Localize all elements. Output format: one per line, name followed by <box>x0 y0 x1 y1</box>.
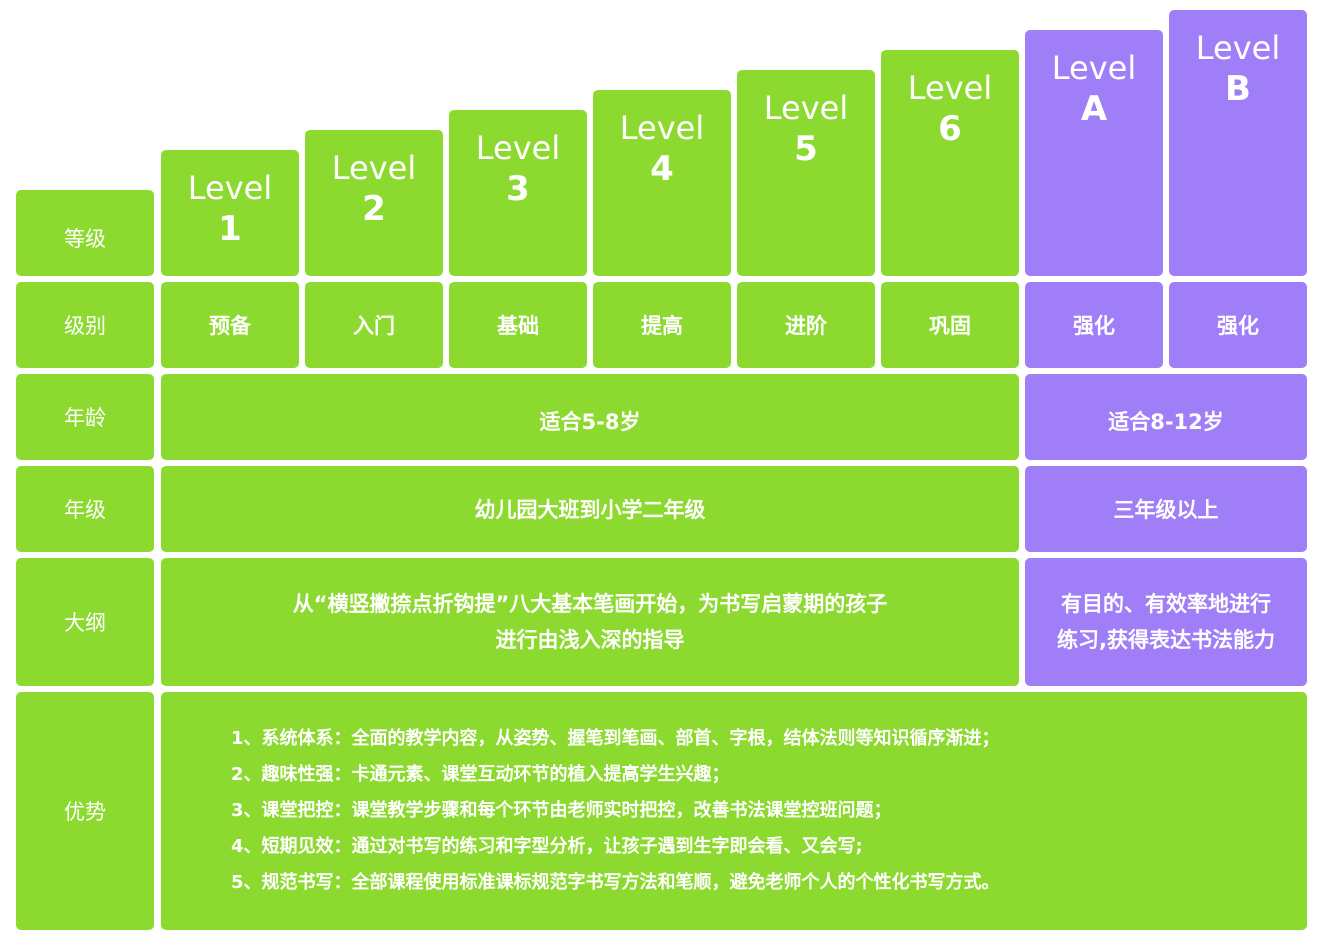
green-school-grade-text: 幼儿园大班到小学二年级 <box>474 498 706 522</box>
level-3-word: Level <box>475 129 561 167</box>
level-1-word: Level <box>187 169 273 207</box>
level-4-box: Level 4 <box>593 90 731 276</box>
level-1-number: 1 <box>218 209 242 249</box>
level-3-box: Level 3 <box>449 110 587 276</box>
advantage-item: 3、课堂把控：课堂教学步骤和每个环节由老师实时把控，改善书法课堂控班问题； <box>231 800 892 821</box>
advantages-cell: 1、系统体系：全面的教学内容，从姿势、握笔到笔画、部首、字根，结体法则等知识循序… <box>161 692 1307 930</box>
level-b-name: 强化 <box>1217 314 1259 338</box>
row-label-school-grade: 年级 <box>16 466 154 552</box>
purple-age-text: 适合8-12岁 <box>1108 410 1224 434</box>
advantage-item: 2、趣味性强：卡通元素、课堂互动环节的植入提高学生兴趣； <box>231 764 730 785</box>
level-3-name: 基础 <box>497 314 539 338</box>
level-4-word: Level <box>619 109 705 147</box>
purple-outline-line-1: 有目的、有效率地进行 <box>1061 592 1271 616</box>
green-outline-cell: 从“横竖撇捺点折钩提”八大基本笔画开始，为书写启蒙期的孩子 进行由浅入深的指导 <box>161 558 1019 686</box>
row-label-level-text: 等级 <box>64 227 106 251</box>
level-6-word: Level <box>907 69 993 107</box>
purple-outline-cell: 有目的、有效率地进行 练习,获得表达书法能力 <box>1025 558 1307 686</box>
level-4-name: 提高 <box>641 314 683 338</box>
level-a-number: A <box>1080 89 1108 129</box>
level-5-word: Level <box>763 89 849 127</box>
row-label-age: 年龄 <box>16 374 154 460</box>
level-6-number: 6 <box>938 109 962 149</box>
level-5-box: Level 5 <box>737 70 875 276</box>
level-a-word: Level <box>1051 49 1137 87</box>
green-outline-line-1: 从“横竖撇捺点折钩提”八大基本笔画开始，为书写启蒙期的孩子 <box>292 592 888 616</box>
advantage-item: 5、规范书写：全部课程使用标准课标规范字书写方法和笔顺，避免老师个人的个性化书写… <box>231 872 1000 893</box>
level-5-number: 5 <box>794 129 818 169</box>
level-1-name: 预备 <box>209 314 251 338</box>
level-3-name-cell: 基础 <box>449 282 587 368</box>
level-2-box: Level 2 <box>305 130 443 276</box>
row-label-outline-text: 大纲 <box>64 611 106 635</box>
row-label-advantages-text: 优势 <box>64 800 106 824</box>
level-a-name: 强化 <box>1073 314 1115 338</box>
level-6-name-cell: 巩固 <box>881 282 1019 368</box>
level-b-box: Level B <box>1169 10 1307 276</box>
purple-school-grade-cell: 三年级以上 <box>1025 466 1307 552</box>
level-b-number: B <box>1225 69 1251 109</box>
level-2-number: 2 <box>362 189 386 229</box>
level-4-name-cell: 提高 <box>593 282 731 368</box>
purple-age-cell: 适合8-12岁 <box>1025 374 1307 460</box>
green-school-grade-cell: 幼儿园大班到小学二年级 <box>161 466 1019 552</box>
level-b-name-cell: 强化 <box>1169 282 1307 368</box>
row-label-age-text: 年龄 <box>64 406 106 430</box>
level-1-box: Level 1 <box>161 150 299 276</box>
level-5-name-cell: 进阶 <box>737 282 875 368</box>
row-label-outline: 大纲 <box>16 558 154 686</box>
level-2-name-cell: 入门 <box>305 282 443 368</box>
purple-outline-line-2: 练习,获得表达书法能力 <box>1057 628 1275 652</box>
row-label-grade-name-text: 级别 <box>64 314 106 338</box>
purple-school-grade-text: 三年级以上 <box>1113 498 1219 522</box>
row-label-advantages: 优势 <box>16 692 154 930</box>
level-3-number: 3 <box>506 169 530 209</box>
level-b-word: Level <box>1195 29 1281 67</box>
row-label-level: 等级 <box>16 190 154 276</box>
level-6-box: Level 6 <box>881 50 1019 276</box>
level-4-number: 4 <box>650 149 674 189</box>
level-5-name: 进阶 <box>785 314 827 338</box>
level-1-name-cell: 预备 <box>161 282 299 368</box>
row-label-school-grade-text: 年级 <box>64 498 106 522</box>
row-label-grade-name: 级别 <box>16 282 154 368</box>
level-a-name-cell: 强化 <box>1025 282 1163 368</box>
level-2-word: Level <box>331 149 417 187</box>
level-6-name: 巩固 <box>929 314 971 338</box>
green-age-cell: 适合5-8岁 <box>161 374 1019 460</box>
advantage-item: 4、短期见效：通过对书写的练习和字型分析，让孩子遇到生字即会看、又会写; <box>231 836 863 857</box>
level-2-name: 入门 <box>353 314 395 338</box>
green-outline-line-2: 进行由浅入深的指导 <box>495 628 685 652</box>
green-age-text: 适合5-8岁 <box>539 410 641 434</box>
level-a-box: Level A <box>1025 30 1163 276</box>
advantage-item: 1、系统体系：全面的教学内容，从姿势、握笔到笔画、部首、字根，结体法则等知识循序… <box>231 728 1000 749</box>
